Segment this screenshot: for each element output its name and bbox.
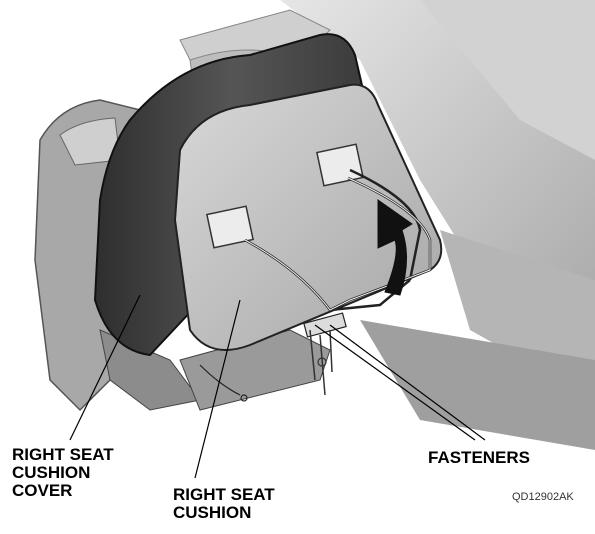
mount-brackets (206, 143, 364, 249)
cover-label-line-3: COVER (12, 481, 73, 500)
cover-label-line-2: CUSHION (12, 463, 91, 482)
fasteners-label: FASTENERS (428, 448, 531, 467)
cushion-label-line-1: RIGHT SEAT (173, 485, 275, 504)
figure-code: QD12902AK (512, 491, 574, 503)
lift-arrow-icon (377, 199, 413, 296)
cushion-label-line-2: CUSHION (173, 503, 252, 522)
seat-cushion (173, 83, 443, 351)
right-seat-cushion-label: RIGHT SEAT CUSHION (173, 486, 275, 522)
leader-lines (69, 294, 486, 479)
right-seat-cushion-cover-label: RIGHT SEAT CUSHION COVER (12, 446, 114, 500)
fastener-hardware (199, 312, 347, 402)
cover-label-line-1: RIGHT SEAT (12, 445, 114, 464)
vehicle-background (179, 0, 595, 450)
